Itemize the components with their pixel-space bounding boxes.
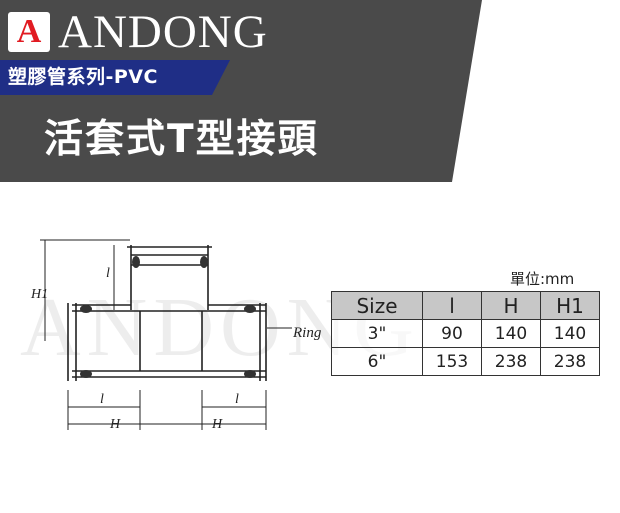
ring-label: Ring <box>292 325 322 341</box>
logo-letter: A <box>16 13 42 50</box>
dim-l-left-label: l <box>100 392 104 407</box>
header-background <box>0 0 482 182</box>
cell-l: 153 <box>422 347 482 376</box>
header-h: H <box>481 291 541 320</box>
cell-h1: 238 <box>540 347 600 376</box>
header-banner: A ANDONG 塑膠管系列-PVC 活套式T型接頭 <box>0 0 620 182</box>
cell-l: 90 <box>422 319 482 348</box>
logo-icon: A <box>8 12 50 52</box>
table-header-row: Size l H H1 <box>331 291 600 320</box>
dim-h-right-label: H <box>211 417 223 432</box>
page-title: 活套式T型接頭 <box>44 117 319 162</box>
dim-l-right-label: l <box>235 392 239 407</box>
dim-l-top-label: l <box>106 266 110 281</box>
dim-h1-label: H1 <box>30 287 48 302</box>
table-row: 3" 90 140 140 <box>331 319 600 348</box>
brand-name: ANDONG <box>58 6 268 58</box>
header-l: l <box>422 291 482 320</box>
tee-drawing: H1 l l l H H Ring <box>30 239 322 432</box>
cell-h: 238 <box>481 347 541 376</box>
cell-h1: 140 <box>540 319 600 348</box>
table-row: 6" 153 238 238 <box>331 347 600 376</box>
cell-size: 6" <box>331 347 423 376</box>
series-label: 塑膠管系列-PVC <box>8 66 158 88</box>
header-size: Size <box>331 291 423 320</box>
cell-h: 140 <box>481 319 541 348</box>
unit-label: 單位:mm <box>510 270 575 288</box>
dim-h-left-label: H <box>109 417 121 432</box>
spec-table: Size l H H1 3" 90 140 140 6" 153 238 238 <box>331 291 600 376</box>
header-h1: H1 <box>540 291 600 320</box>
cell-size: 3" <box>331 319 423 348</box>
